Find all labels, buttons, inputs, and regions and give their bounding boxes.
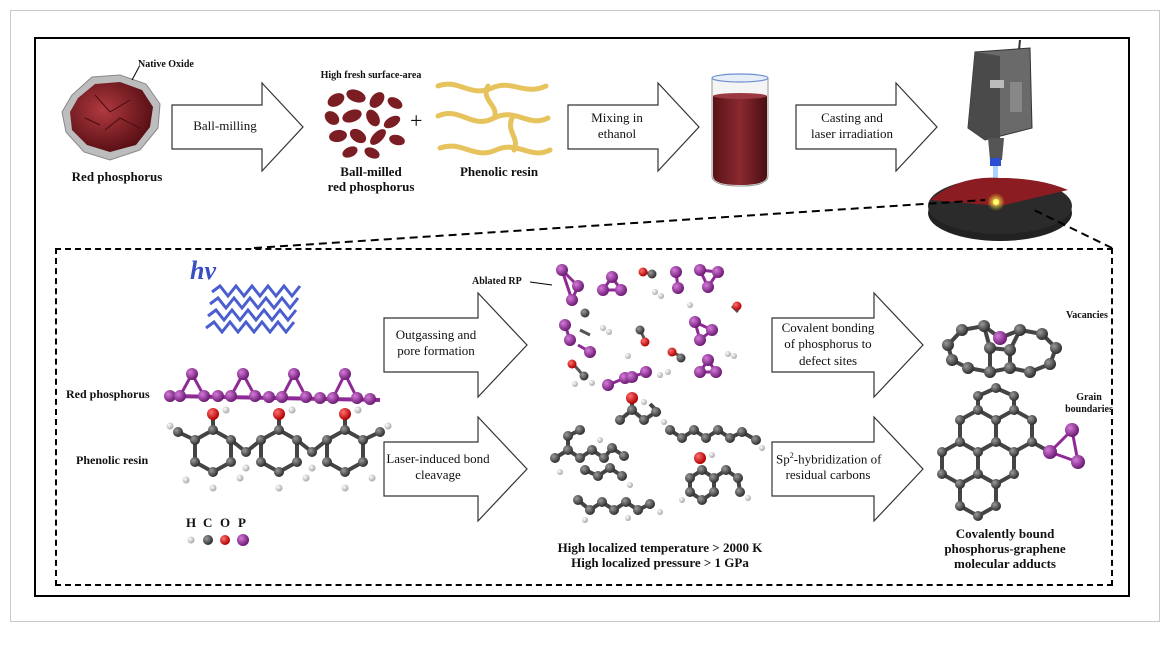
laser-head (967, 39, 1033, 194)
sp2-base: Sp (776, 451, 790, 467)
phenolic-resin-strands (435, 81, 553, 156)
adduct-label: Covalently bound phosphorus-graphene mol… (930, 526, 1080, 572)
bond-cleavage-line2: cleavage (415, 466, 461, 482)
arrow-bond-cleavage (383, 415, 528, 523)
conditions-label: High localized temperature > 2000 K High… (530, 540, 790, 571)
mixing-label: Mixing in ethanol (572, 110, 662, 141)
red-phosphorus-chain (164, 368, 381, 405)
native-oxide-pointer (131, 66, 140, 81)
sp2-superscript: 2 (789, 451, 794, 460)
outgassing-line2: pore formation (397, 342, 475, 358)
zoom-line-right (1029, 207, 1113, 249)
arrow-outgassing (383, 291, 528, 399)
graphene-p-adduct (937, 383, 1085, 521)
casting-line1: Casting and (821, 110, 883, 125)
grain-line2: boundaries (1065, 403, 1113, 415)
arrow-sp2-hybridization (771, 415, 924, 523)
native-oxide-label: Native Oxide (138, 59, 194, 70)
sp2-rest: -hybridization of (793, 451, 882, 467)
high-fresh-label: High fresh surface-area (320, 70, 422, 81)
mixing-line1: Mixing in (591, 110, 643, 125)
legend-o: O (220, 515, 231, 530)
covalent-bonding-label: Covalent bonding of phosphorus to defect… (776, 320, 880, 369)
ball-milled-line1: Ball-milled (340, 164, 402, 179)
sp2-label: Sp2-hybridization of residual carbons (776, 451, 882, 483)
cleaved-fragment-atoms (550, 392, 765, 523)
ethanol-jar (711, 73, 769, 187)
arrow-covalent-bonding (771, 291, 924, 399)
temperature-line: High localized temperature > 2000 K (557, 540, 763, 555)
ablated-pointer (529, 281, 553, 286)
adduct-line2: phosphorus-graphene (944, 540, 1066, 556)
covalent-line1: Covalent bonding (781, 320, 875, 335)
casting-label: Casting and laser irradiation (800, 110, 904, 141)
plus-sign: + (410, 108, 423, 133)
outgassing-label: Outgassing and pore formation (388, 327, 484, 358)
sp2-line2: residual carbons (785, 466, 871, 482)
adduct-line1: Covalently bound (955, 526, 1055, 541)
vacancies-label: Vacancies (1066, 310, 1108, 321)
covalent-line3: defect sites (798, 352, 858, 368)
ablated-fragments (556, 264, 742, 391)
arrow-casting (795, 81, 938, 173)
ball-milled-label: Ball-milled red phosphorus (306, 164, 436, 195)
red-phosphorus-particle (61, 74, 161, 161)
ablated-rp-label: Ablated RP (472, 276, 522, 287)
figure-frame (34, 37, 1130, 597)
vacancy-graphene (942, 320, 1062, 378)
ball-milled-flakes (324, 89, 405, 159)
hv-label: hν (190, 256, 216, 285)
substrate-disk (928, 177, 1072, 241)
arrow-ball-milling (171, 81, 304, 173)
legend-h: H (186, 515, 197, 530)
outer-frame (10, 10, 1160, 622)
grain-boundaries-label: Grain boundaries (1064, 392, 1114, 415)
phenolic-resin-molecule (166, 406, 392, 492)
zoom-line-left (253, 199, 986, 249)
bond-cleavage-line1: Laser-induced bond (386, 451, 490, 466)
pressure-line: High localized pressure > 1 GPa (571, 554, 749, 570)
legend-p: P (238, 515, 246, 530)
ball-milling-label: Ball-milling (193, 118, 257, 133)
outgassing-line1: Outgassing and (395, 327, 477, 342)
casting-line2: laser irradiation (811, 125, 893, 141)
photon-wave (205, 283, 302, 335)
red-phosphorus-label: Red phosphorus (71, 169, 163, 184)
legend-c: C (203, 515, 213, 530)
mixing-line2: ethanol (597, 125, 637, 141)
bond-cleavage-label: Laser-induced bond cleavage (386, 451, 490, 482)
phenolic-resin-bottom-label: Phenolic resin (76, 453, 149, 467)
mechanism-panel (55, 248, 1113, 586)
grain-line1: Grain (1076, 392, 1102, 403)
red-phosphorus-bottom-label: Red phosphorus (66, 387, 150, 401)
ball-milled-line2: red phosphorus (327, 178, 415, 194)
arrow-mixing (567, 81, 700, 173)
phenolic-resin-top-label: Phenolic resin (459, 164, 539, 179)
covalent-line2: of phosphorus to (784, 336, 872, 352)
sp2-line1: Sp2-hybridization of (776, 451, 882, 467)
adduct-line3: molecular adducts (954, 555, 1056, 571)
atom-legend (187, 534, 249, 546)
